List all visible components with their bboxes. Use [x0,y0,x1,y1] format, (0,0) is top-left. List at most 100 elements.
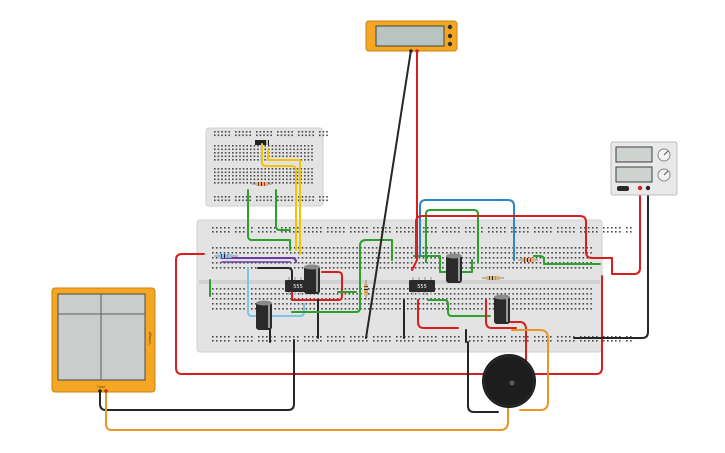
breadboard-hole[interactable] [590,262,592,264]
breadboard-hole[interactable] [301,199,304,202]
breadboard-hole[interactable] [368,288,370,290]
breadboard-hole[interactable] [275,182,277,184]
breadboard-hole[interactable] [311,145,313,147]
breadboard-hole[interactable] [270,247,273,249]
breadboard-hole[interactable] [270,131,272,133]
breadboard-hole[interactable] [308,196,311,198]
breadboard-hole[interactable] [362,231,364,233]
breadboard-hole[interactable] [212,252,214,254]
breadboard-hole[interactable] [446,293,448,295]
breadboard-hole[interactable] [596,231,598,233]
breadboard-hole[interactable] [559,252,561,254]
breadboard-hole[interactable] [286,182,288,184]
breadboard-hole[interactable] [317,257,319,259]
breadboard-hole[interactable] [559,298,561,300]
breadboard-hole[interactable] [246,155,248,158]
breadboard-hole[interactable] [561,336,563,338]
breadboard-hole[interactable] [308,134,311,137]
breadboard-hole[interactable] [250,152,252,154]
breadboard-hole[interactable] [223,293,226,295]
breadboard-hole[interactable] [307,155,310,158]
breadboard-hole[interactable] [239,152,241,154]
breadboard-hole[interactable] [535,257,538,259]
breadboard-hole[interactable] [508,252,510,254]
breadboard-hole[interactable] [427,231,429,233]
breadboard-hole[interactable] [519,231,521,233]
breadboard-hole[interactable] [325,267,327,269]
breadboard-hole[interactable] [473,267,475,269]
breadboard-hole[interactable] [293,231,295,233]
breadboard-hole[interactable] [293,175,295,177]
wire-orange-scope[interactable] [105,390,509,431]
breadboard-hole[interactable] [461,252,464,254]
breadboard-hole[interactable] [217,182,220,184]
breadboard-hole[interactable] [293,155,295,158]
breadboard-hole[interactable] [481,257,483,259]
breadboard-hole[interactable] [403,252,405,254]
breadboard-hole[interactable] [512,293,514,295]
breadboard-hole[interactable] [308,340,310,342]
breadboard-hole[interactable] [438,308,440,310]
breadboard-hole[interactable] [301,267,304,269]
breadboard-hole[interactable] [477,340,479,342]
breadboard-hole[interactable] [264,175,266,177]
breadboard-hole[interactable] [266,298,269,300]
breadboard-hole[interactable] [364,267,366,269]
breadboard-hole[interactable] [308,336,310,338]
breadboard-hole[interactable] [531,308,534,310]
breadboard-hole[interactable] [258,227,260,229]
breadboard-hole[interactable] [243,303,245,305]
breadboard-hole[interactable] [492,227,494,229]
breadboard-hole[interactable] [312,199,314,202]
breadboard-hole[interactable] [243,252,245,254]
breadboard-hole[interactable] [305,308,308,310]
breadboard-hole[interactable] [407,298,409,300]
breadboard-hole[interactable] [228,131,230,133]
breadboard-hole[interactable] [566,288,569,290]
breadboard-hole[interactable] [309,298,312,300]
breadboard-hole[interactable] [492,288,495,290]
breadboard-hole[interactable] [375,288,378,290]
breadboard-hole[interactable] [336,247,339,249]
breadboard-hole[interactable] [431,340,433,342]
breadboard-hole[interactable] [300,175,302,177]
breadboard-hole[interactable] [431,231,433,233]
breadboard-hole[interactable] [539,288,542,290]
breadboard-hole[interactable] [348,257,351,259]
breadboard-hole[interactable] [304,182,306,184]
breadboard-hole[interactable] [289,168,292,170]
breadboard-hole[interactable] [253,145,256,147]
breadboard-hole[interactable] [485,288,487,290]
breadboard-hole[interactable] [243,298,245,300]
breadboard-hole[interactable] [551,252,553,254]
breadboard-hole[interactable] [239,171,241,174]
breadboard-hole[interactable] [457,288,460,290]
breadboard-hole[interactable] [344,288,347,290]
breadboard-hole[interactable] [287,199,290,202]
breadboard-hole[interactable] [481,293,483,295]
breadboard-hole[interactable] [538,231,540,233]
breadboard-hole[interactable] [578,262,581,264]
breadboard-hole[interactable] [247,340,249,342]
breadboard-hole[interactable] [504,257,507,259]
breadboard-hole[interactable] [235,308,237,310]
breadboard-hole[interactable] [379,252,382,254]
breadboard-hole[interactable] [516,298,518,300]
breadboard-hole[interactable] [566,303,569,305]
breadboard-hole[interactable] [242,175,245,177]
breadboard-hole[interactable] [282,288,284,290]
breadboard-hole[interactable] [286,308,288,310]
breadboard-hole[interactable] [249,199,251,202]
breadboard-hole[interactable] [607,336,609,338]
wire-yellow[interactable] [261,143,297,251]
breadboard-hole[interactable] [350,340,352,342]
breadboard-hole[interactable] [586,257,588,259]
multimeter-knob-2[interactable] [447,33,453,39]
breadboard-hole[interactable] [551,308,553,310]
breadboard-hole[interactable] [235,175,238,177]
breadboard-hole[interactable] [250,148,252,151]
breadboard-hole[interactable] [578,298,581,300]
breadboard-hole[interactable] [220,231,222,233]
breadboard-hole[interactable] [268,148,270,151]
breadboard-hole[interactable] [395,293,397,295]
